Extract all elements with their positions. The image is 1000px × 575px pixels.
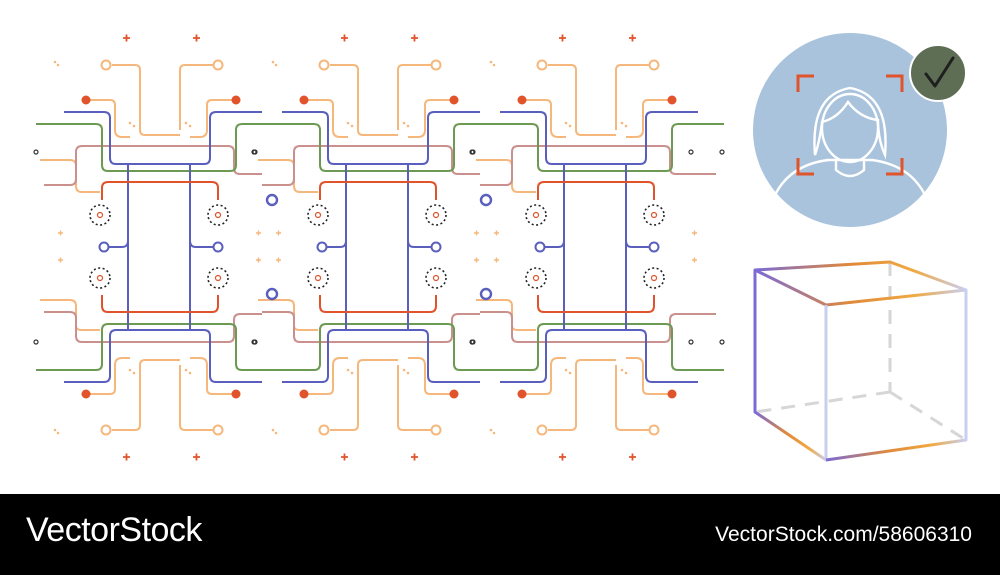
checkmark-icon [909,44,967,102]
brand-logo: VectorStock [26,511,202,549]
wireframe-cube-icon [753,260,968,462]
footer-bar: VectorStock VectorStock.com/58606310 [0,494,1000,575]
image-reference: VectorStock.com/58606310 [715,523,972,546]
face-recognition-icon [753,33,967,227]
circuit-pattern-icon [33,33,725,462]
illustration-canvas [33,33,968,462]
